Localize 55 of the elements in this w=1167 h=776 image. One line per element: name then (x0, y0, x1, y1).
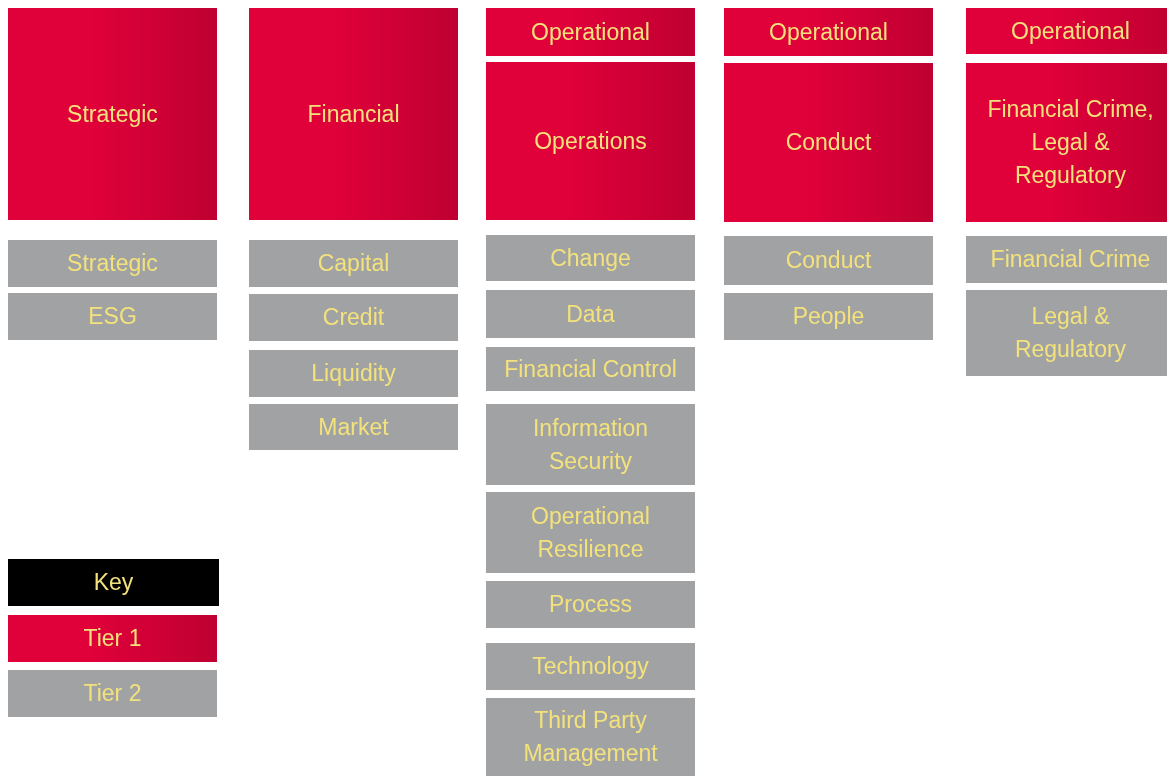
tier-2-risk-box (486, 643, 695, 690)
tier-2-risk-box (8, 293, 217, 340)
tier-2-risk-box (724, 293, 933, 340)
tier-1-risk-box (966, 63, 1167, 222)
tier-2-risk-box (966, 236, 1167, 283)
risk-label: Financial Crime (990, 245, 1151, 274)
risk-label: Process (548, 590, 633, 619)
tier-2-risk-box (486, 698, 695, 776)
risk-label: Third Party Management (522, 706, 659, 768)
tier-2-risk-box (486, 347, 695, 391)
tier-1-risk-box (486, 8, 695, 56)
tier-2-risk-box (249, 404, 458, 450)
risk-label: Financial Control (504, 354, 677, 384)
key-heading: Key (8, 559, 219, 606)
risk-label: Technology (532, 652, 649, 681)
tier-1-risk-box (8, 8, 217, 220)
risk-label: Credit (322, 303, 385, 332)
tier-2-risk-box (486, 404, 695, 485)
risk-label: Market (318, 412, 389, 442)
risk-label: Data (566, 299, 615, 329)
risk-label: Legal & Regulatory (1013, 302, 1128, 364)
risk-label: Change (550, 243, 631, 273)
tier-2-risk-box (966, 290, 1167, 376)
tier-1-risk-box (724, 63, 933, 222)
risk-label: Operational Resilience (530, 501, 651, 564)
risk-label: Operational (1011, 16, 1130, 46)
risk-label: Financial (307, 99, 400, 129)
tier-2-risk-box (249, 240, 458, 287)
tier-1-risk-box (966, 8, 1167, 54)
risk-label: Strategic (67, 99, 158, 129)
risk-label: Conduct (785, 246, 872, 275)
legend-label: Tier 2 (83, 679, 142, 708)
risk-label: Operational (531, 17, 650, 47)
risk-label: Liquidity (311, 359, 396, 388)
tier-2-risk-box (486, 492, 695, 573)
tier-1-risk-box (249, 8, 458, 220)
risk-label: Information Security (531, 413, 650, 476)
tier-1-risk-box (724, 8, 933, 56)
tier-2-risk-box (8, 240, 217, 287)
tier-2-risk-box (724, 236, 933, 285)
tier-2-risk-box (249, 350, 458, 397)
risk-label: Capital (317, 249, 390, 278)
tier-2-risk-box (249, 294, 458, 341)
risk-label: Operations (534, 126, 647, 156)
tier-2-risk-box (486, 235, 695, 281)
risk-label: People (792, 302, 865, 331)
risk-label: Strategic (67, 249, 158, 278)
tier-2-risk-box (486, 581, 695, 628)
legend-label: Tier 1 (83, 624, 142, 653)
tier-1-risk-box (486, 62, 695, 220)
risk-label: Conduct (785, 128, 872, 157)
risk-label: Financial Crime, Legal & Regulatory (986, 95, 1155, 190)
risk-label: ESG (88, 302, 137, 331)
risk-label: Operational (769, 17, 888, 47)
tier-2-risk-box (486, 290, 695, 338)
